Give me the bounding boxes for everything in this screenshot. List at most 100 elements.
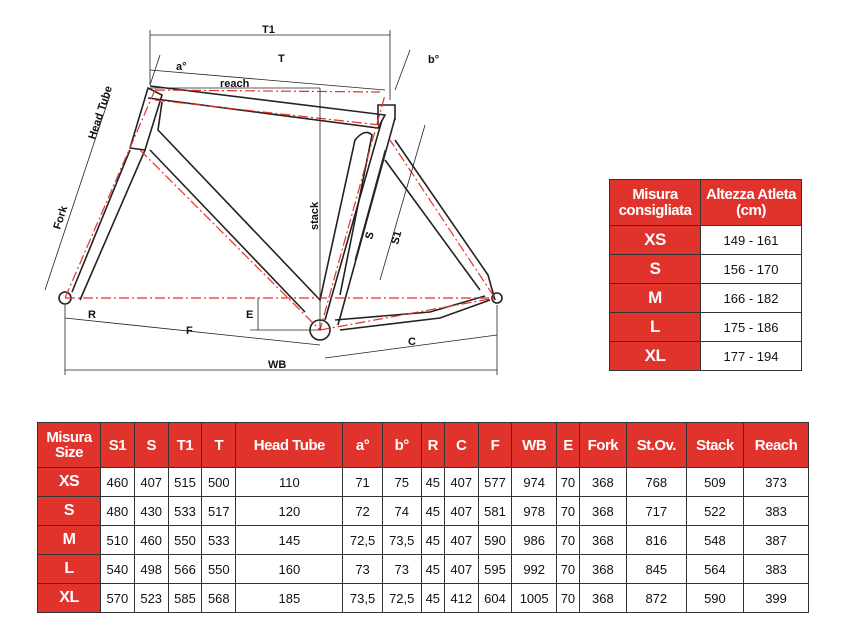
value-cell: 120 — [235, 496, 344, 526]
value-cell: 500 — [201, 467, 237, 497]
value-cell: 548 — [685, 525, 745, 555]
column-header: Head Tube — [235, 422, 344, 468]
size-cell: S — [609, 254, 701, 284]
value-cell: 522 — [685, 496, 745, 526]
column-header: R — [420, 422, 445, 468]
size-cell: L — [609, 312, 701, 342]
value-cell: 816 — [625, 525, 687, 555]
value-cell: 978 — [511, 496, 557, 526]
value-cell: 604 — [477, 583, 513, 613]
value-cell: 407 — [443, 554, 479, 584]
value-cell: 590 — [685, 583, 745, 613]
column-header: E — [555, 422, 580, 468]
value-cell: 550 — [167, 525, 203, 555]
value-cell: 533 — [201, 525, 237, 555]
value-cell: 992 — [511, 554, 557, 584]
size-cell: S — [37, 496, 101, 526]
label-reach: reach — [220, 78, 250, 90]
value-cell: 509 — [685, 467, 745, 497]
label-a-angle: a° — [176, 61, 187, 73]
value-cell: 368 — [578, 525, 627, 555]
label-wb: WB — [268, 359, 286, 371]
value-cell: 570 — [100, 583, 135, 613]
label-s1: S1 — [389, 230, 404, 246]
value-cell: 70 — [555, 496, 580, 526]
column-header: Misura Size — [37, 422, 101, 468]
recommended-size-table: Misura consigliata Altezza Atleta (cm) X… — [609, 179, 802, 371]
value-cell: 70 — [555, 467, 580, 497]
value-cell: 845 — [625, 554, 687, 584]
value-cell: 533 — [167, 496, 203, 526]
value-cell: 407 — [443, 496, 479, 526]
label-t: T — [278, 53, 285, 65]
column-header: F — [477, 422, 513, 468]
size-cell: XL — [37, 583, 101, 613]
column-header: S1 — [100, 422, 135, 468]
label-c: C — [408, 336, 416, 348]
label-s: S — [363, 231, 376, 241]
value-cell: 368 — [578, 583, 627, 613]
value-cell: 71 — [342, 467, 383, 497]
value-cell: 407 — [133, 467, 169, 497]
value-cell: 75 — [381, 467, 422, 497]
value-cell: 45 — [420, 467, 445, 497]
column-header: Fork — [578, 422, 627, 468]
column-header: b° — [381, 422, 422, 468]
value-cell: 368 — [578, 554, 627, 584]
value-cell: 73 — [342, 554, 383, 584]
value-cell: 460 — [133, 525, 169, 555]
size-cell: L — [37, 554, 101, 584]
column-header: Stack — [685, 422, 745, 468]
value-cell: 550 — [201, 554, 237, 584]
value-cell: 72,5 — [342, 525, 383, 555]
value-cell: 383 — [743, 554, 809, 584]
value-cell: 45 — [420, 525, 445, 555]
value-cell: 515 — [167, 467, 203, 497]
value-cell: 540 — [100, 554, 135, 584]
value-cell: 986 — [511, 525, 557, 555]
size-cell: XS — [37, 467, 101, 497]
value-cell: 1005 — [511, 583, 557, 613]
value-cell: 387 — [743, 525, 809, 555]
value-cell: 45 — [420, 496, 445, 526]
value-cell: 70 — [555, 583, 580, 613]
value-cell: 595 — [477, 554, 513, 584]
height-range-cell: 175 - 186 — [700, 312, 802, 342]
value-cell: 383 — [743, 496, 809, 526]
height-range-cell: 177 - 194 — [700, 341, 802, 371]
value-cell: 430 — [133, 496, 169, 526]
value-cell: 407 — [443, 525, 479, 555]
value-cell: 160 — [235, 554, 344, 584]
value-cell: 70 — [555, 554, 580, 584]
column-header: T — [201, 422, 237, 468]
value-cell: 73,5 — [342, 583, 383, 613]
height-range-cell: 149 - 161 — [700, 225, 802, 255]
value-cell: 368 — [578, 467, 627, 497]
value-cell: 717 — [625, 496, 687, 526]
size-cell: XS — [609, 225, 701, 255]
value-cell: 566 — [167, 554, 203, 584]
value-cell: 590 — [477, 525, 513, 555]
size-cell: M — [609, 283, 701, 313]
value-cell: 412 — [443, 583, 479, 613]
frame-centerlines — [64, 89, 497, 332]
column-header: St.Ov. — [625, 422, 687, 468]
label-stack: stack — [309, 201, 321, 230]
value-cell: 70 — [555, 525, 580, 555]
label-f: F — [186, 325, 193, 337]
size-cell: XL — [609, 341, 701, 371]
value-cell: 577 — [477, 467, 513, 497]
column-header: S — [133, 422, 169, 468]
column-header: WB — [511, 422, 557, 468]
header-size: Misura consigliata — [609, 179, 701, 226]
label-e: E — [246, 309, 253, 321]
value-cell: 510 — [100, 525, 135, 555]
